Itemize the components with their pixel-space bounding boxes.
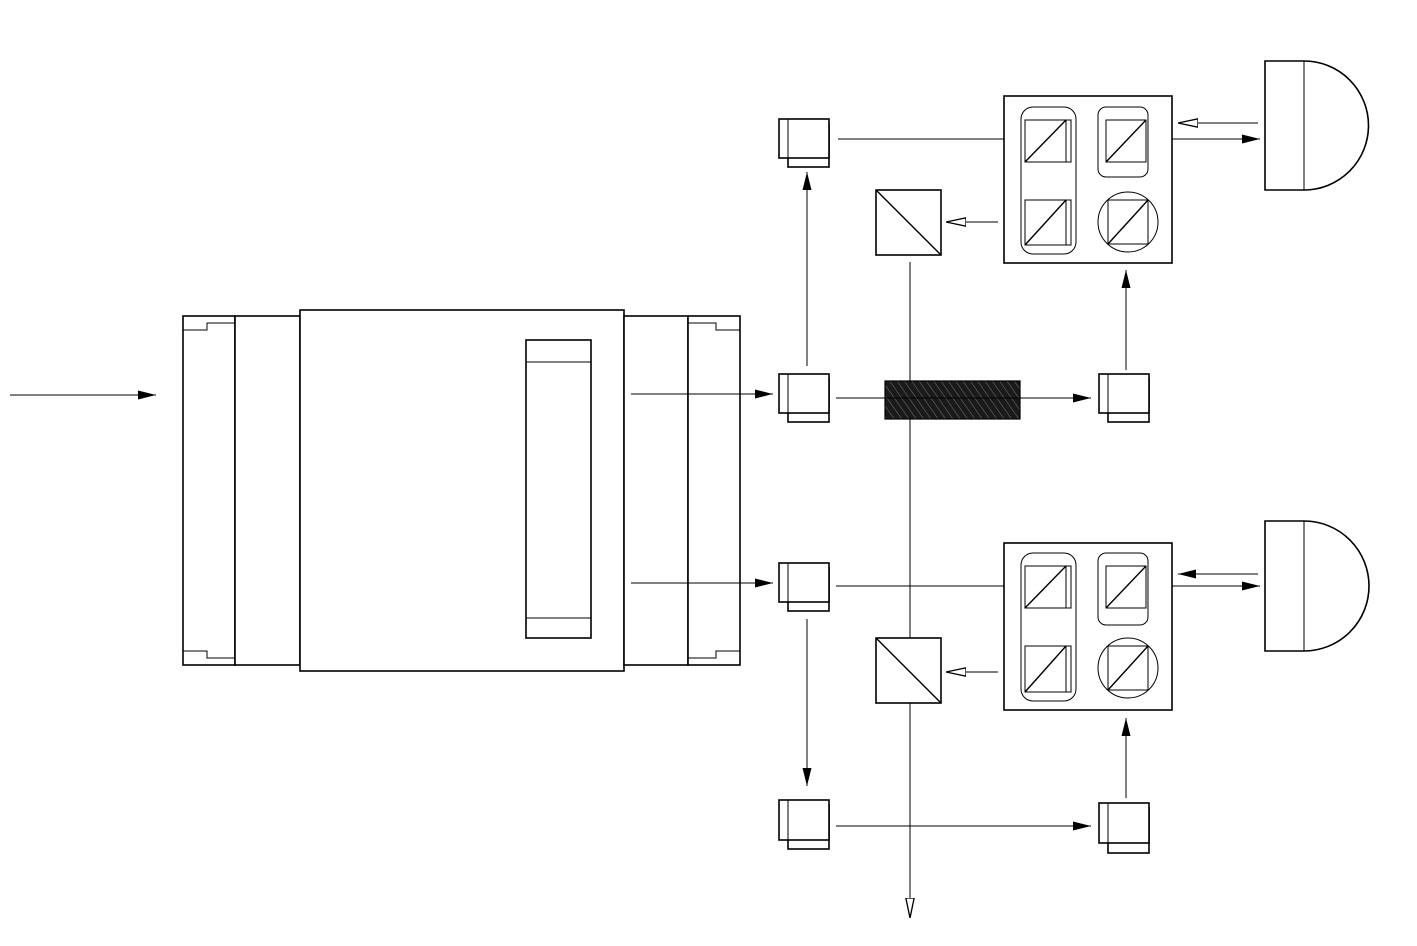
upper-beamsplitter bbox=[875, 189, 942, 256]
hatched-filter bbox=[884, 380, 1021, 420]
bottom-left-small-block bbox=[778, 799, 830, 850]
upper-dome-detector bbox=[1264, 60, 1370, 191]
upper-prism-assembly bbox=[1003, 95, 1173, 264]
lower-small-block bbox=[778, 562, 830, 612]
lower-beamsplitter bbox=[875, 637, 942, 704]
upper-small-block bbox=[778, 118, 830, 168]
right-small-block-center bbox=[1098, 373, 1150, 423]
center-small-block bbox=[778, 373, 830, 423]
lower-prism-assembly bbox=[1003, 542, 1173, 711]
lower-dome-detector bbox=[1264, 520, 1370, 652]
main-device bbox=[182, 309, 741, 672]
right-small-block-bottom bbox=[1098, 802, 1150, 854]
